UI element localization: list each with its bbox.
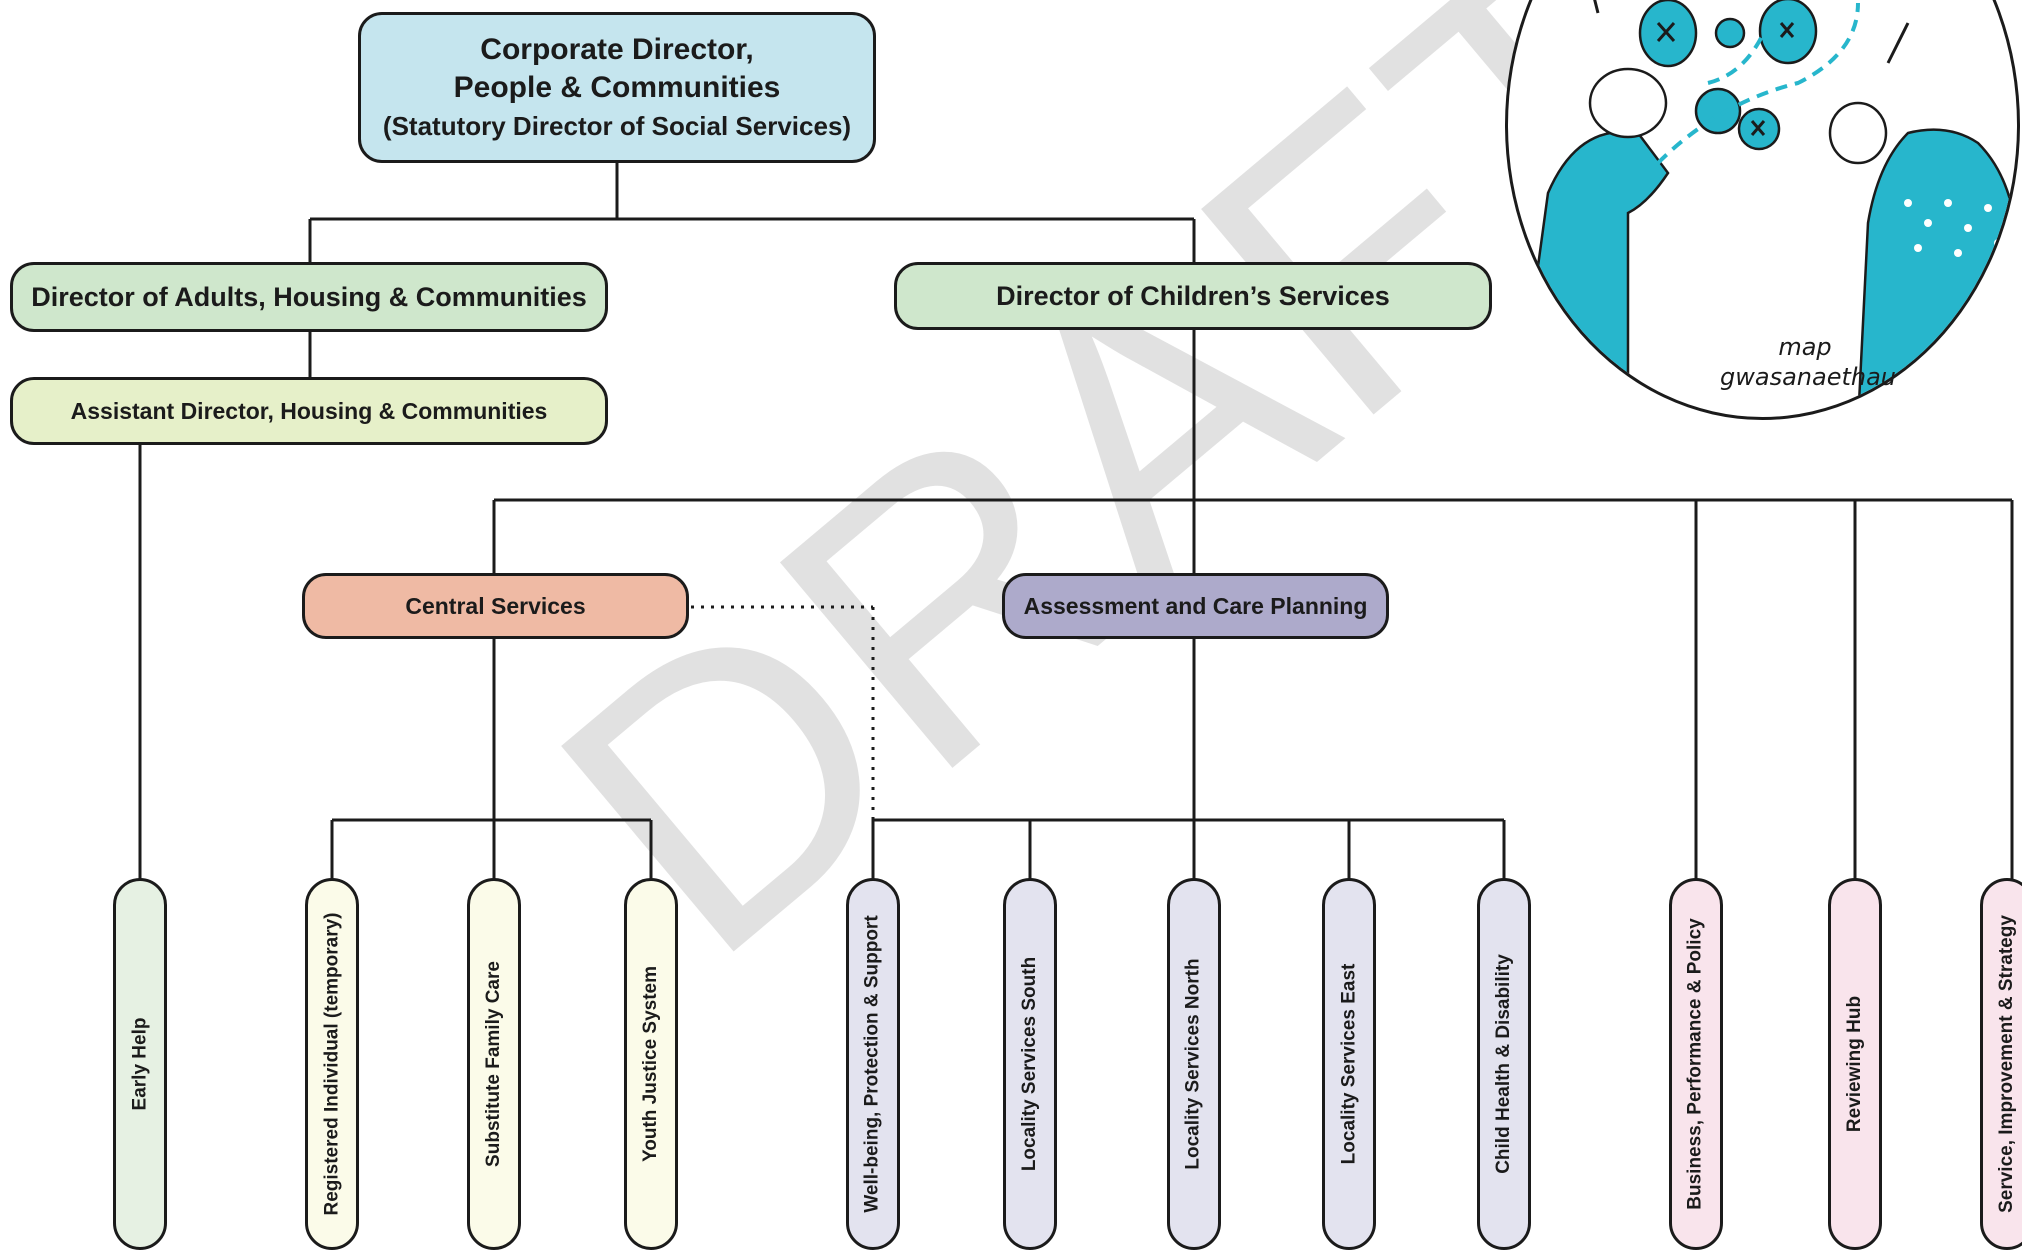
leaf-label: Registered Individual (temporary) [321, 912, 343, 1216]
illustration-label-line1: map [1778, 333, 1832, 361]
corporate-director-subtitle: (Statutory Director of Social Services) [382, 110, 852, 141]
assessment-care-planning-box: Assessment and Care Planning [1002, 573, 1389, 639]
leaf-label: Locality Services East [1338, 963, 1360, 1165]
leaf-registered-individual: Registered Individual (temporary) [305, 878, 359, 1250]
leaf-label: Youth Justice System [640, 965, 662, 1163]
leaf-label: Substitute Family Care [483, 961, 505, 1167]
director-children-box: Director of Children’s Services [894, 262, 1492, 330]
leaf-locality-south: Locality Services South [1003, 878, 1057, 1250]
illustration-label-line2: gwasanaethau [1720, 363, 1897, 391]
leaf-locality-east: Locality Services East [1322, 878, 1376, 1250]
leaf-label: Business, Performance & Policy [1685, 918, 1707, 1210]
leaf-early-help: Early Help [113, 878, 167, 1250]
leaf-reviewing-hub: Reviewing Hub [1828, 878, 1882, 1250]
leaf-label: Well-being, Protection & Support [862, 915, 883, 1213]
leaf-service-improvement: Service, Improvement & Strategy [1980, 878, 2022, 1250]
assistant-director-box: Assistant Director, Housing & Communitie… [10, 377, 608, 445]
corporate-director-title-line2: People & Communities [453, 70, 781, 104]
leaf-label: Locality Services South [1019, 956, 1041, 1172]
director-adults-box: Director of Adults, Housing & Communitie… [10, 262, 608, 332]
leaf-child-health-disability: Child Health & Disability [1477, 878, 1531, 1250]
leaf-substitute-family-care: Substitute Family Care [467, 878, 521, 1250]
corporate-director-box: Corporate Director, People & Communities… [358, 12, 876, 163]
illustration-circle [1505, 0, 2020, 420]
leaf-label: Service, Improvement & Strategy [1996, 915, 2018, 1213]
leaf-wellbeing-protection: Well-being, Protection & Support [846, 878, 900, 1250]
illustration-label: map gwasanaethau [1720, 332, 1897, 392]
leaf-youth-justice: Youth Justice System [624, 878, 678, 1250]
corporate-director-title-line1: Corporate Director, [480, 32, 754, 66]
leaf-locality-north: Locality Services North [1167, 878, 1221, 1250]
leaf-business-performance: Business, Performance & Policy [1669, 878, 1723, 1250]
people-mapping-illustration [1516, 0, 2017, 417]
central-services-box: Central Services [302, 573, 689, 639]
leaf-label: Early Help [129, 1017, 150, 1111]
leaf-label: Reviewing Hub [1844, 995, 1865, 1133]
leaf-label: Locality Services North [1183, 958, 1205, 1170]
leaf-label: Child Health & Disability [1493, 954, 1514, 1174]
